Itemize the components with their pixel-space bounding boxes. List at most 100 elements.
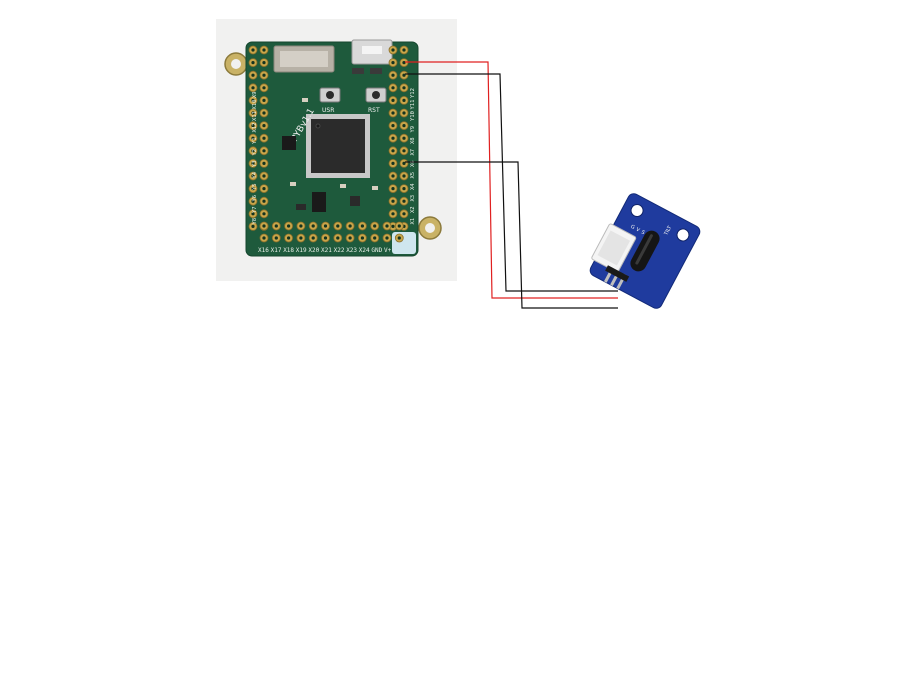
right-pin-label: X8 bbox=[410, 137, 416, 144]
pin-hole bbox=[348, 224, 352, 228]
left-pin-label: X9 bbox=[252, 91, 258, 98]
smd-component bbox=[302, 98, 308, 102]
right-pin-label: X2 bbox=[410, 206, 416, 213]
rst-button-cap bbox=[372, 91, 380, 99]
right-pin-label: X1 bbox=[410, 218, 416, 225]
tilt-sensor-mount-hole bbox=[630, 204, 644, 218]
tilt-sensor-module: TILT G V S bbox=[589, 193, 701, 309]
pin-hole bbox=[262, 86, 266, 90]
pin-hole bbox=[251, 86, 255, 90]
pin-hole bbox=[262, 124, 266, 128]
pin-hole bbox=[402, 136, 406, 140]
pin-hole bbox=[311, 236, 315, 240]
pin-hole bbox=[262, 161, 266, 165]
mounting-hole-left-inner bbox=[231, 59, 241, 69]
pin-hole bbox=[262, 236, 266, 240]
pin-hole bbox=[262, 61, 266, 65]
pin-hole bbox=[251, 224, 255, 228]
pin-hole bbox=[402, 73, 406, 77]
left-pin-label: X12 bbox=[252, 123, 258, 133]
right-pin-label: Y12 bbox=[410, 88, 416, 98]
pin-hole bbox=[402, 149, 406, 153]
bottom-pin-label: X16 bbox=[258, 247, 269, 254]
pin-hole bbox=[262, 136, 266, 140]
black-wire-signal bbox=[405, 161, 618, 309]
pin-hole bbox=[262, 224, 266, 228]
pin-hole bbox=[397, 236, 401, 240]
pin-hole bbox=[391, 224, 395, 228]
pin-hole bbox=[397, 224, 401, 228]
right-pin-label: Y11 bbox=[410, 100, 416, 110]
smd-component bbox=[352, 68, 364, 74]
pin-hole bbox=[251, 199, 255, 203]
pin-hole bbox=[262, 111, 266, 115]
pin-hole bbox=[251, 136, 255, 140]
wires bbox=[405, 61, 618, 309]
mcu-chip-dot bbox=[315, 123, 321, 129]
right-pin-label: Y9 bbox=[410, 126, 416, 133]
right-pin-label: Y10 bbox=[410, 111, 416, 121]
pcb-light-patch bbox=[392, 232, 416, 254]
pin-hole bbox=[391, 149, 395, 153]
bottom-pin-label: X21 bbox=[321, 247, 332, 254]
usr-label: USR bbox=[322, 107, 334, 114]
pin-hole bbox=[391, 73, 395, 77]
sensor-pin-label-v: V bbox=[635, 227, 641, 234]
right-pin-header bbox=[399, 45, 409, 231]
pin-hole bbox=[402, 187, 406, 191]
pin-hole bbox=[402, 61, 406, 65]
sd-card-slot-inner bbox=[280, 51, 328, 67]
pin-hole bbox=[391, 86, 395, 90]
right-pin-label: X4 bbox=[410, 183, 416, 190]
pin-hole bbox=[323, 236, 328, 240]
smd-component bbox=[296, 204, 306, 210]
pin-hole bbox=[262, 174, 266, 178]
pin-hole bbox=[311, 224, 315, 228]
pin-hole bbox=[348, 236, 352, 240]
pin-hole bbox=[262, 187, 266, 191]
bottom-pin-label: X19 bbox=[296, 247, 307, 254]
pin-hole bbox=[402, 212, 406, 216]
pin-hole bbox=[391, 174, 395, 178]
pin-hole bbox=[391, 199, 395, 203]
left-pin-label: X11 bbox=[252, 111, 258, 121]
sensor-header-block bbox=[605, 265, 630, 282]
smd-component bbox=[340, 184, 346, 188]
bottom-pin-label: X20 bbox=[308, 247, 319, 254]
pin-hole bbox=[262, 149, 266, 153]
pin-hole bbox=[402, 86, 406, 90]
pin-hole bbox=[262, 73, 266, 77]
pin-hole bbox=[360, 224, 364, 228]
pin-hole bbox=[391, 136, 395, 140]
tilt-sensor-mount-hole bbox=[676, 228, 690, 242]
bottom-pin-label: X18 bbox=[283, 247, 294, 254]
rst-label: RST bbox=[368, 107, 380, 114]
black-wire-ground bbox=[405, 73, 618, 292]
left-pin-label: Y1 bbox=[252, 137, 258, 144]
pin-hole bbox=[385, 236, 389, 240]
pin-hole bbox=[402, 161, 406, 165]
usr-button-cap bbox=[326, 91, 334, 99]
bottom-pin-header bbox=[259, 221, 404, 243]
pin-hole bbox=[391, 48, 395, 52]
tilt-sensor-title: TILT bbox=[663, 224, 674, 237]
pin-hole bbox=[402, 98, 406, 102]
smd-component bbox=[312, 192, 326, 212]
pin-hole bbox=[385, 224, 389, 228]
pin-hole bbox=[336, 236, 340, 240]
pin-hole bbox=[274, 236, 278, 240]
left-pin-label: Y3 bbox=[252, 160, 258, 167]
pin-hole bbox=[251, 48, 255, 52]
pin-hole bbox=[287, 224, 291, 228]
pin-hole bbox=[287, 236, 291, 240]
right-pin-label: X5 bbox=[410, 172, 416, 179]
bottom-pin-label: V+ bbox=[384, 247, 392, 254]
sensor-pin-label-g: G bbox=[629, 224, 635, 231]
usb-connector-inner bbox=[362, 46, 382, 54]
pin-hole bbox=[391, 98, 395, 102]
sensor-pin-label-s: S bbox=[640, 229, 646, 236]
right-pin-label: X7 bbox=[410, 149, 416, 156]
